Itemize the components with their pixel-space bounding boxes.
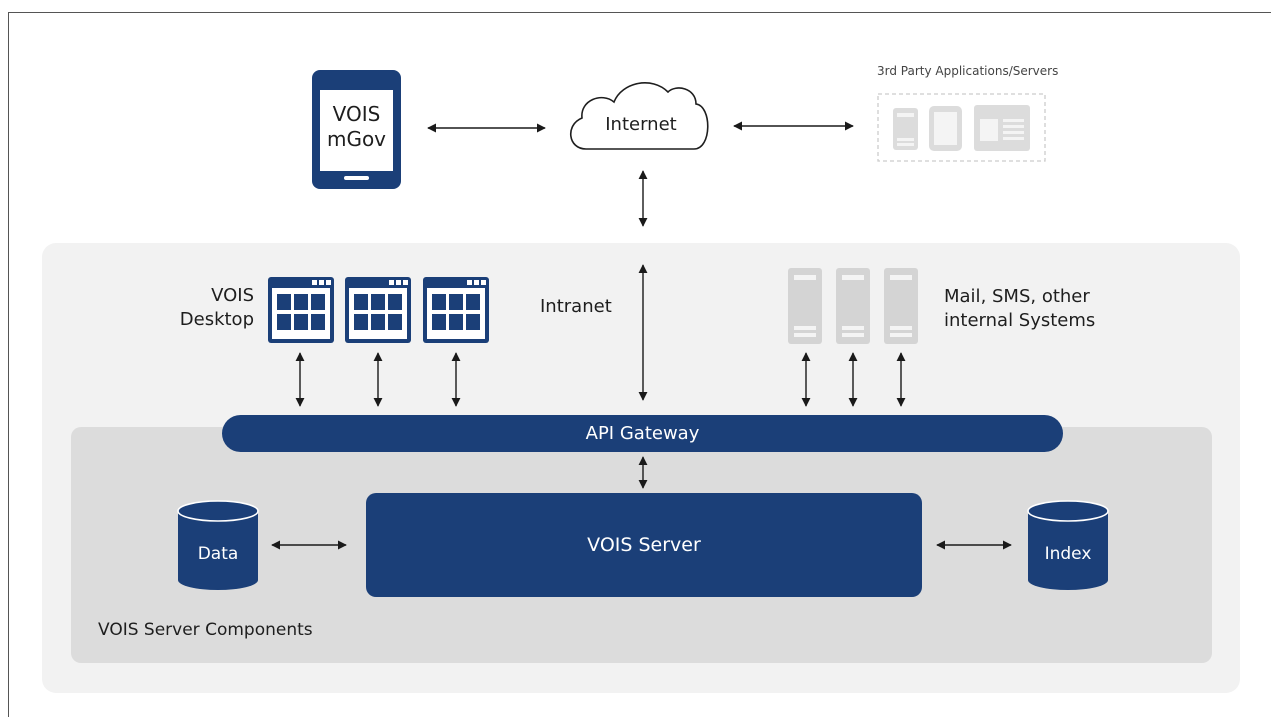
internal-server-icon bbox=[884, 268, 918, 344]
desktop-label: VOIS Desktop bbox=[158, 284, 254, 332]
third-party-box bbox=[877, 93, 1046, 162]
internal-server-icon bbox=[788, 268, 822, 344]
server-label: VOIS Server bbox=[587, 534, 701, 556]
internal-server-icon bbox=[836, 268, 870, 344]
mobile-label: VOIS mGov bbox=[312, 102, 401, 152]
diagram-frame bbox=[8, 12, 1271, 717]
data-label: Data bbox=[197, 544, 239, 564]
mobile-device-icon bbox=[312, 70, 401, 189]
third-party-label: 3rd Party Applications/Servers bbox=[877, 64, 1059, 78]
third-party-server-icon bbox=[893, 108, 918, 150]
gateway-label: API Gateway bbox=[585, 423, 700, 444]
desktop-window-icon bbox=[423, 277, 489, 343]
components-label: VOIS Server Components bbox=[98, 620, 313, 640]
desktop-window-icon bbox=[345, 277, 411, 343]
desktop-label-line2: Desktop bbox=[179, 309, 254, 330]
intranet-label: Intranet bbox=[540, 296, 612, 317]
desktop-label-line1: VOIS bbox=[211, 285, 254, 306]
desktop-window-icon bbox=[268, 277, 334, 343]
internet-label: Internet bbox=[605, 114, 677, 135]
systems-label: Mail, SMS, other internal Systems bbox=[944, 285, 1095, 333]
index-label: Index bbox=[1044, 544, 1092, 564]
systems-label-line2: internal Systems bbox=[944, 310, 1096, 331]
internet-cloud-icon bbox=[570, 82, 709, 150]
third-party-web-icon bbox=[974, 105, 1030, 151]
third-party-phone-icon bbox=[929, 106, 962, 151]
index-database-icon bbox=[1027, 500, 1109, 590]
mobile-label-line2: mGov bbox=[326, 127, 387, 151]
api-gateway-bar bbox=[222, 415, 1063, 452]
vois-server-box bbox=[366, 493, 922, 597]
systems-label-line1: Mail, SMS, other bbox=[944, 286, 1090, 307]
mobile-label-line1: VOIS bbox=[332, 102, 381, 126]
data-database-icon bbox=[177, 500, 259, 590]
